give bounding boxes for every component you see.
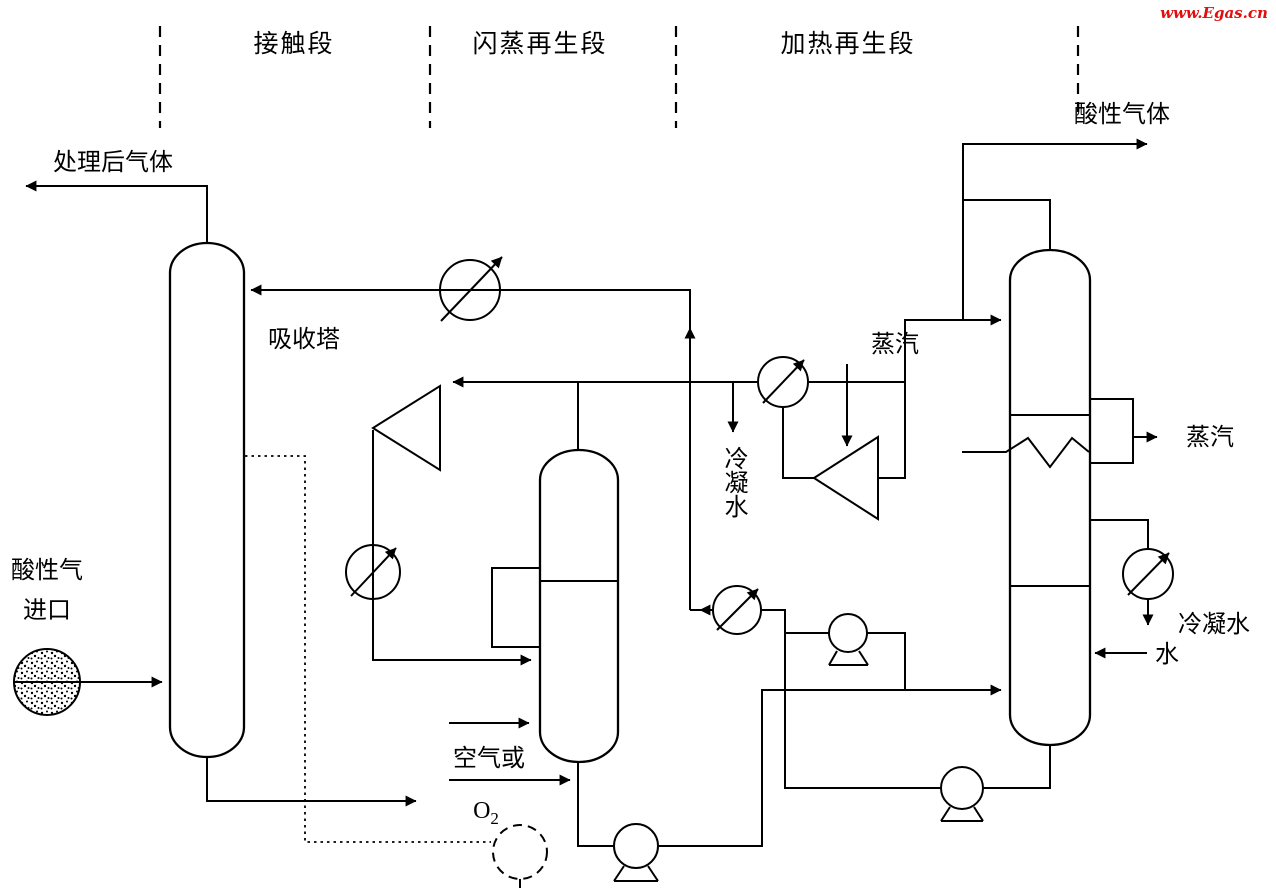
section-label-heat-regen: 加热再生段 xyxy=(780,30,915,58)
lean-cooler-arrow xyxy=(440,256,503,322)
absorber-column xyxy=(168,241,246,759)
standby-pump-dotted-line xyxy=(245,455,491,843)
o2-label: O2 xyxy=(473,798,499,828)
overhead-condenser-arrow xyxy=(762,359,805,404)
air-label: 空气或 xyxy=(453,745,525,772)
gas-cooler-heat-exchanger xyxy=(345,544,401,600)
condensate-cooler-arrow xyxy=(1127,552,1170,596)
circulation-pump xyxy=(828,613,868,653)
treated-gas-line xyxy=(25,180,208,243)
acid-gas-inlet-label-2: 进口 xyxy=(23,598,71,624)
reboiler-coil xyxy=(962,436,1090,469)
water-label: 水 xyxy=(1155,641,1179,668)
compressor xyxy=(371,384,441,472)
steam-mid-label: 蒸汽 xyxy=(871,331,919,358)
ejector-discharge-line xyxy=(878,314,1002,479)
bottoms-pump xyxy=(940,766,984,810)
steam-reboiler-label: 蒸汽 xyxy=(1186,424,1234,451)
ejector-suction-line xyxy=(782,408,814,479)
regenerator-column xyxy=(1008,248,1092,747)
flash-pump xyxy=(613,823,659,869)
o2-label-base: O xyxy=(473,798,490,824)
section-label-contact: 接触段 xyxy=(253,30,334,58)
section-label-flash-regen: 闪蒸再生段 xyxy=(472,30,607,58)
absorber-label: 吸收塔 xyxy=(268,326,340,353)
lean-return-line xyxy=(690,609,941,789)
lean-solvent-line xyxy=(250,284,691,610)
absorber-bottoms-line xyxy=(206,757,417,807)
steam-ejector xyxy=(812,435,879,521)
acid-gas-inlet-label-1: 酸性气 xyxy=(11,557,83,584)
watermark-text: www.Egas.cn xyxy=(1160,4,1268,22)
recycle-gas-line xyxy=(452,376,579,450)
circulation-pump-discharge-line xyxy=(867,632,906,690)
treated-gas-label: 处理后气体 xyxy=(53,149,173,176)
circulation-pump-base xyxy=(828,650,869,666)
flash-bottoms-line xyxy=(577,762,614,847)
rich-feed-line xyxy=(658,684,1002,847)
bottoms-pump-base xyxy=(940,806,984,822)
o2-label-subscript: 2 xyxy=(490,809,499,828)
standby-pump xyxy=(492,824,548,880)
condensate-mid-label: 冷凝水 xyxy=(720,446,748,518)
lean-cooler-heat-exchanger xyxy=(439,259,501,321)
condensate-right-label: 冷凝水 xyxy=(1178,611,1250,638)
flash-column-downcomer-bracket xyxy=(491,567,540,648)
flash-column xyxy=(538,448,620,764)
compressor-outlet-line xyxy=(372,430,532,666)
acid-gas-out-label: 酸性气体 xyxy=(1074,101,1170,128)
regen-overhead-line xyxy=(962,138,1148,250)
reboiler-steam-box xyxy=(1090,398,1134,464)
solvent-cooler-arrow xyxy=(716,588,759,631)
regen-bottoms-line xyxy=(983,745,1051,789)
gas-cooler-arrow xyxy=(350,547,397,597)
flash-pump-base xyxy=(613,865,659,882)
